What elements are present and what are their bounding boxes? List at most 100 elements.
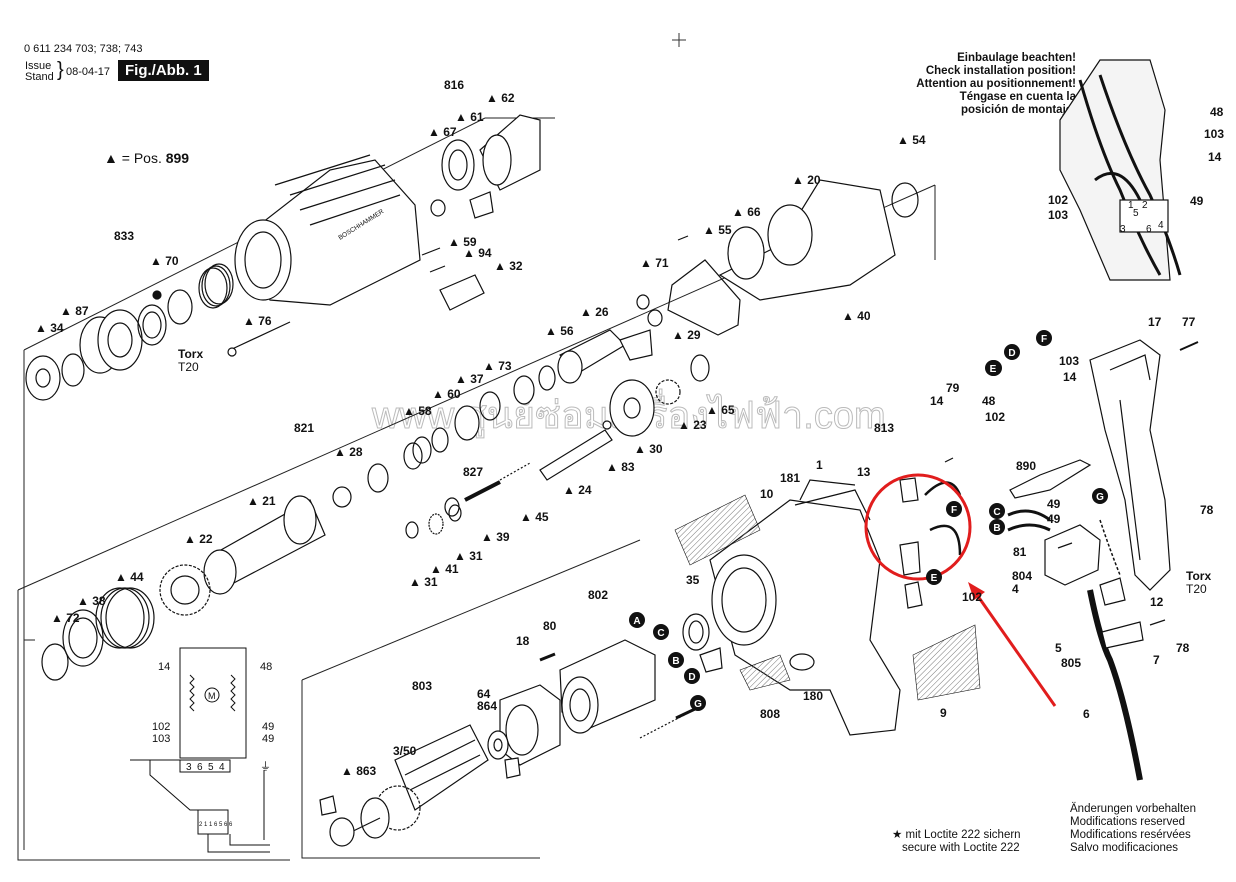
part-label: 48 [1210, 105, 1224, 119]
schematic-terminal: 3 [186, 762, 192, 773]
modifications-note: Änderungen vorbehalten Modifications res… [1070, 803, 1196, 855]
part-label: 10 [760, 487, 774, 501]
part-label: ▲ 87 [60, 304, 89, 318]
badge-circle [989, 503, 1005, 519]
badge-circle [1036, 330, 1052, 346]
part-label: 864 [477, 699, 497, 713]
note-line-fr: Attention au positionnement! [916, 78, 1076, 90]
part-label: 49 [1047, 512, 1061, 526]
part-label: 13 [857, 465, 871, 479]
wiring-schematic [130, 647, 270, 853]
mod-line-es: Salvo modificaciones [1070, 842, 1179, 854]
part-label: ▲ 67 [428, 125, 457, 139]
part-label: ▲ 30 [634, 442, 663, 456]
part-label: ▲ 29 [672, 328, 701, 342]
schematic-label: 103 [152, 733, 170, 745]
part-label: 808 [760, 707, 780, 721]
connector-letter-badge: G [690, 695, 706, 711]
part-label: 3/50 [393, 744, 417, 758]
torx-text: Torx [1186, 569, 1211, 583]
part-label: 49 [1190, 194, 1204, 208]
part-label: 5 [1055, 641, 1062, 655]
badge-circle [653, 624, 669, 640]
connector-letter-badge: E [926, 569, 942, 585]
part-label: 180 [803, 689, 823, 703]
badge-circle [989, 519, 1005, 535]
schematic-label: 49 [262, 733, 274, 745]
part-label: 4 [1012, 582, 1019, 596]
part-label: ▲ 31 [409, 575, 438, 589]
motor-housing [319, 479, 981, 847]
legend-value: 899 [165, 150, 190, 166]
badge-letter: G [1096, 492, 1104, 503]
legend-text: = Pos. [121, 150, 162, 166]
inset-terminal: 5 [1133, 208, 1139, 219]
torx-text: Torx [178, 347, 203, 361]
switch-terminals: 2 1 1 6 5 6 6 [199, 822, 233, 828]
connector-letter-badge: C [653, 624, 669, 640]
connector-letters: ACBDGEADFCBGFE [629, 330, 1108, 711]
part-label: 102 [962, 590, 982, 604]
badge-circle [684, 668, 700, 684]
part-label: ▲ 40 [842, 309, 871, 323]
badge-letter: D [1008, 348, 1015, 359]
front-parts [25, 114, 541, 401]
part-label: 816 [444, 78, 464, 92]
badge-circle [1004, 344, 1020, 360]
connector-letter-badge: F [946, 501, 962, 517]
connector-letter-badge: D [1004, 344, 1020, 360]
part-label: ▲ 34 [35, 321, 64, 335]
part-label: ▲ 83 [606, 460, 635, 474]
part-label: 827 [463, 465, 483, 479]
torx-text: T20 [1186, 582, 1207, 596]
schematic-terminal: 6 [197, 762, 203, 773]
connector-letter-badge: G [1092, 488, 1108, 504]
part-label: 103 [1059, 354, 1079, 368]
part-label: ▲ 39 [481, 530, 510, 544]
inset-terminal: 1 [1128, 200, 1134, 211]
part-label: 49 [1047, 497, 1061, 511]
part-label: ▲ 38 [77, 594, 106, 608]
loctite-line-en: secure with Loctite 222 [902, 842, 1020, 854]
connector-letter-badge: F [1036, 330, 1052, 346]
wiring-inset [1059, 59, 1182, 281]
highlight-callout [864, 473, 1057, 707]
figure-label: Fig./Abb. 1 [118, 60, 209, 81]
inset-terminal: 3 [1120, 224, 1126, 235]
badge-circle [1092, 488, 1108, 504]
part-label: ▲ 54 [897, 133, 926, 147]
part-label: ▲ 24 [563, 483, 592, 497]
legend: ▲ = Pos. 899 [104, 150, 189, 166]
issue-date: 08-04-17 [66, 66, 111, 78]
part-label: 80 [543, 619, 557, 633]
part-label: ▲ 55 [703, 223, 732, 237]
part-label: 12 [1150, 595, 1164, 609]
part-label: ▲ 70 [150, 254, 179, 268]
badge-letter: E [990, 364, 997, 375]
part-label: ▲ 863 [341, 764, 377, 778]
brace: } [57, 59, 64, 81]
schematic-label: 49 [262, 721, 274, 733]
part-label: ▲ 76 [243, 314, 272, 328]
mod-line-de: Änderungen vorbehalten [1070, 803, 1196, 815]
part-label: 17 [1148, 315, 1162, 329]
part-label: 81 [1013, 545, 1027, 559]
part-label: 18 [516, 634, 530, 648]
part-label: 802 [588, 588, 608, 602]
part-label: 804 [1012, 569, 1032, 583]
part-label: 79 [946, 381, 960, 395]
note-line-de: Einbaulage beachten! [957, 52, 1076, 64]
part-label: ▲ 32 [494, 259, 523, 273]
inset-terminal: 4 [1158, 220, 1164, 231]
part-label: ▲ 44 [115, 570, 144, 584]
registration-mark [672, 33, 686, 47]
badge-letter: F [951, 505, 957, 516]
connector-letter-badge: A [629, 612, 645, 628]
part-numbers: 0 611 234 703; 738; 743 [24, 43, 143, 55]
switch-parts [899, 341, 1199, 781]
part-label: ▲ 66 [732, 205, 761, 219]
part-label: ▲ 62 [486, 91, 515, 105]
part-label: ▲ 60 [432, 387, 461, 401]
